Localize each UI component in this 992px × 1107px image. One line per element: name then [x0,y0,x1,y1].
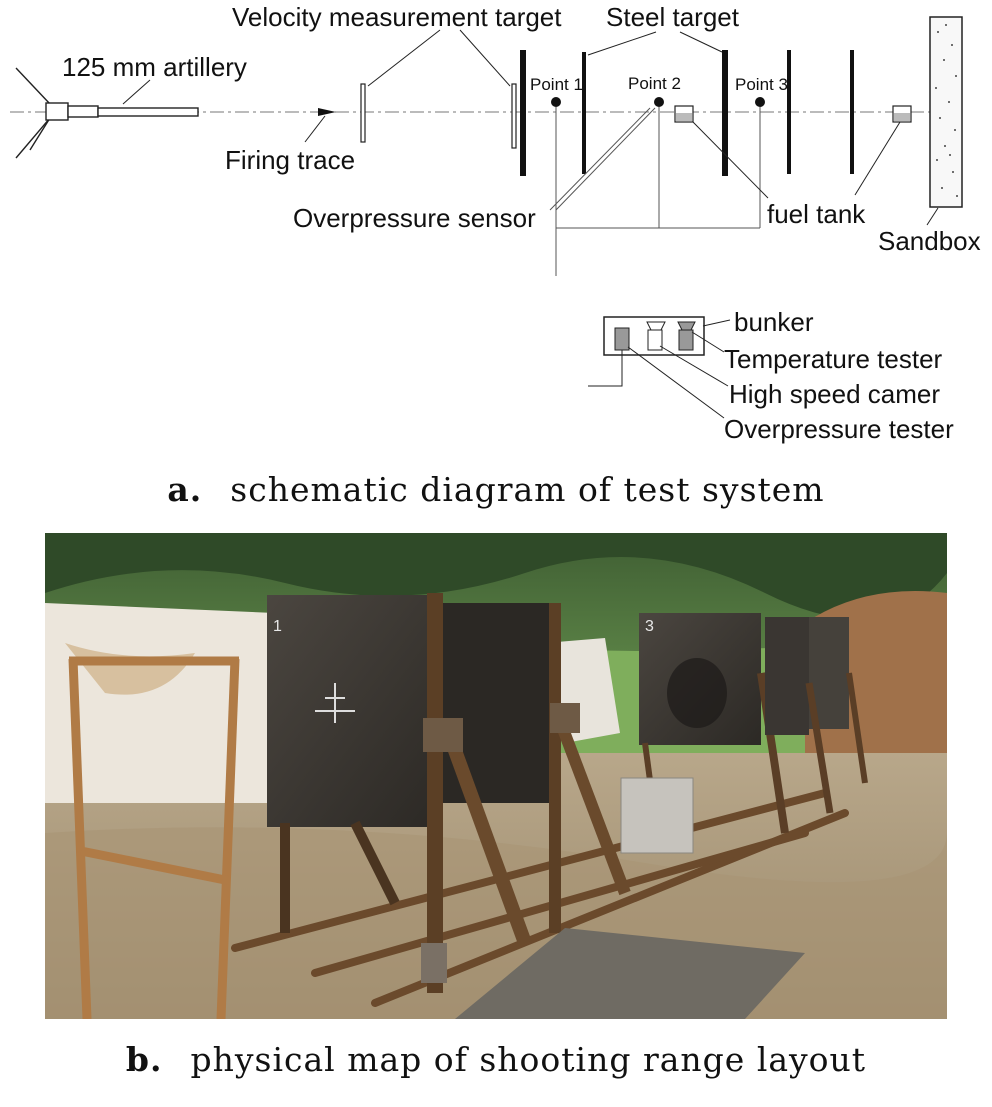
bunker-label: bunker [734,307,814,337]
overpressure-sensor-label: Overpressure sensor [293,203,536,233]
ground-sheet [455,928,805,1019]
velocity-target-label: Velocity measurement target [232,2,562,32]
velocity-target-2 [511,83,517,149]
firing-trace-arrow-icon [318,108,336,116]
wooden-frame [68,656,240,1019]
steel-target-label: Steel target [606,2,740,32]
fuel-tank-icon-2 [892,105,912,123]
fuel-tank-plate [620,777,694,854]
velocity-target-1 [360,83,366,143]
overpressure-tester-label: Overpressure tester [724,414,954,444]
point1-marker [551,97,561,107]
steel-target-2a [722,50,728,176]
steel-target-photo-3 [639,613,789,834]
caption-b-text: physical map of shooting range layout [190,1040,867,1079]
steel-target-3 [850,50,854,174]
point3-label: Point 3 [735,75,788,94]
firing-trace-label: Firing trace [225,145,355,175]
caption-a-text: schematic diagram of test system [230,470,825,509]
sensor-wiring [549,107,761,276]
target-mark-3: 3 [645,618,654,635]
steel-target-photo-4 [765,617,868,814]
artillery-label: 125 mm artillery [62,52,247,82]
sandbox-label: Sandbox [878,226,981,256]
fuel-tank-icon [674,105,694,123]
shooting-range-photo: 1 3 [45,533,947,1019]
overpressure-tester-icon [614,327,630,351]
fuel-tank-label: fuel tank [767,199,866,229]
target-mark-1: 1 [273,618,282,635]
steel-target-photo-1 [267,593,532,993]
point2-label: Point 2 [628,74,681,93]
high-speed-camera-icon [646,321,666,351]
steel-target-1a [520,50,526,176]
artillery-icon [15,67,199,159]
caption-a: a. schematic diagram of test system [0,470,992,509]
point1-label: Point 1 [530,75,583,94]
caption-b-tag: b. [125,1040,163,1079]
point2-marker [654,97,664,107]
high-speed-camera-label: High speed camer [729,379,940,409]
temperature-tester-label: Temperature tester [724,344,943,374]
temperature-tester-icon [677,321,696,351]
steel-target-1b [582,52,586,174]
sandbox-icon [929,16,963,208]
point3-marker [755,97,765,107]
caption-b: b. physical map of shooting range layout [0,1040,992,1079]
test-system-schematic: 125 mm artillery Firing trace Velocity m… [10,2,981,444]
steel-target-2b [787,50,791,174]
white-tarp [45,603,295,803]
caption-a-tag: a. [167,470,203,509]
